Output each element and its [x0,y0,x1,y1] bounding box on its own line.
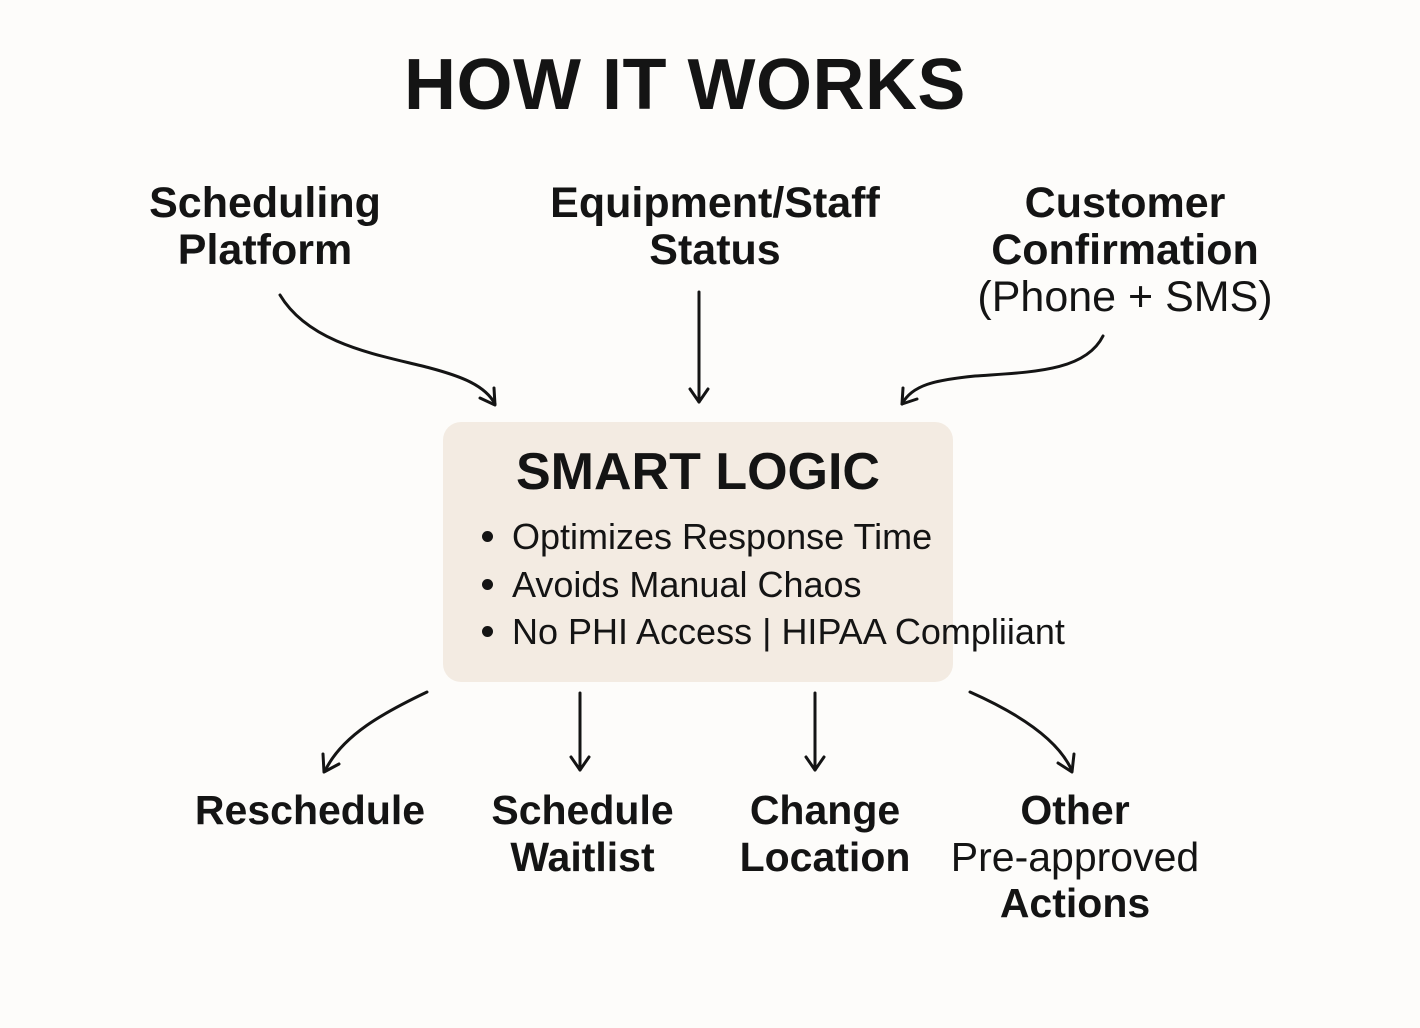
output-other-actions: Other Pre-approved Actions [940,787,1210,927]
bullet-text: No PHI Access | HIPAA Compliiant [512,611,1065,652]
input-equipment-staff-status: Equipment/Staff Status [510,180,920,274]
bullet-dot-icon [482,578,493,590]
input-label-line: Platform [177,226,353,274]
bullet-text: Avoids Manual Chaos [512,563,862,605]
output-schedule-waitlist: Schedule Waitlist [470,787,695,880]
input-customer-confirmation: Customer Confirmation (Phone + SMS) [950,180,1300,321]
arrow-equipment-to-logic [688,290,710,404]
input-label-line: Scheduling [149,179,381,227]
arrow-logic-to-other [968,690,1076,774]
input-scheduling-platform: Scheduling Platform [120,180,410,274]
input-label-line: Status [649,226,781,274]
arrow-logic-to-reschedule [321,690,429,774]
smart-logic-bullets: Optimizes Response Time Avoids Manual Ch… [478,513,1065,656]
bullet-dot-icon [482,531,493,543]
output-label-line: Other [1020,787,1130,833]
output-label-line: Change [749,787,901,833]
bullet-item: Optimizes Response Time [478,513,1065,561]
arrow-scheduling-to-logic [278,293,497,407]
output-label-subline: Pre-approved [950,833,1200,880]
arrow-logic-to-waitlist [569,691,591,772]
input-label-line: Equipment/Staff [550,179,880,227]
arrow-logic-to-location [804,691,826,772]
output-change-location: Change Location [725,787,925,880]
output-label-line: Schedule [491,787,674,833]
arrow-customer-to-logic [900,334,1105,406]
input-label-line: Customer [1024,179,1226,227]
bullet-dot-icon [482,626,493,638]
bullet-item: Avoids Manual Chaos [478,561,1065,609]
input-label-subline: (Phone + SMS) [977,273,1273,321]
output-label-line: Reschedule [194,787,426,833]
bullet-item: No PHI Access | HIPAA Compliiant [478,608,1065,656]
output-label-line: Location [739,833,911,880]
output-label-line: Waitlist [510,833,655,880]
output-reschedule: Reschedule [180,787,440,834]
input-label-line: Confirmation [991,226,1259,274]
output-label-line: Actions [999,880,1151,926]
smart-logic-box [443,422,953,682]
smart-logic-title: SMART LOGIC [516,443,880,501]
bullet-text: Optimizes Response Time [512,516,933,557]
diagram-title: HOW IT WORKS [404,45,966,125]
